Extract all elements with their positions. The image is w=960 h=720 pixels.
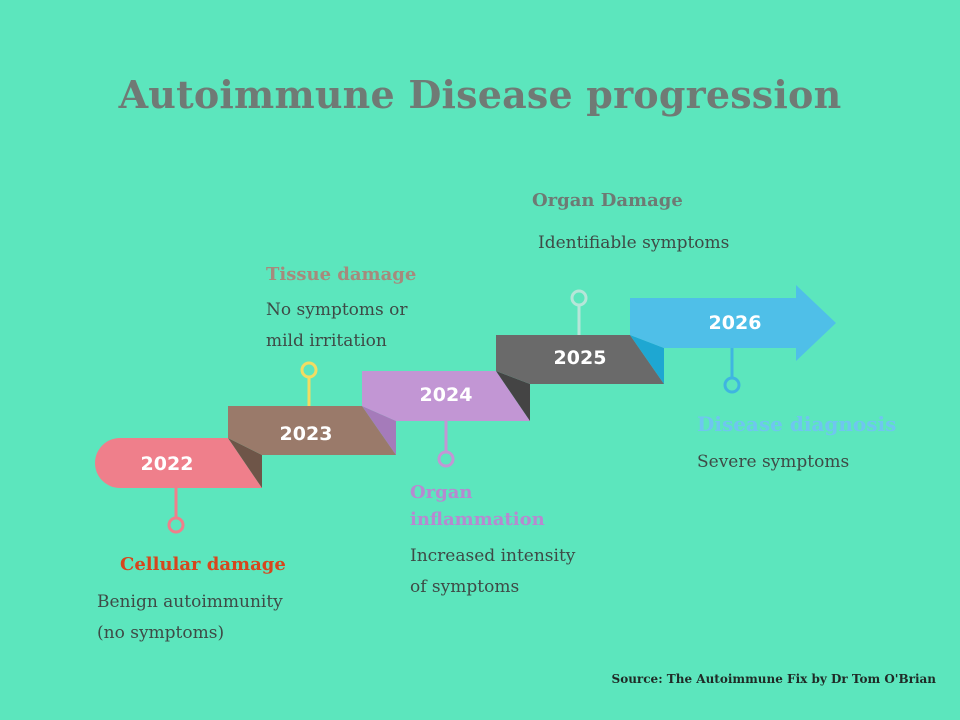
pin-2024-icon <box>437 450 455 468</box>
page-title: Autoimmune Disease progression <box>118 72 842 117</box>
description-line: Severe symptoms <box>697 452 850 472</box>
step-2025: 2025 <box>496 289 664 421</box>
pin-2023-icon <box>300 361 318 379</box>
step-2024-band <box>362 371 530 421</box>
step-2024: 2024 <box>362 371 530 468</box>
year-2024: 2024 <box>420 384 473 406</box>
stage-label-organ-damage: Organ Damage <box>532 190 683 211</box>
step-2023-band <box>228 406 396 455</box>
description-line: of symptoms <box>410 577 520 597</box>
step-2025-fold <box>496 371 530 421</box>
description-line: Benign autoimmunity <box>97 592 283 612</box>
step-2022: 2022 <box>95 438 262 534</box>
stage-label-tissue-damage: Tissue damage <box>266 264 417 285</box>
stage-label-cellular-damage: Cellular damage <box>120 554 286 575</box>
step-2026-arrow <box>630 285 836 361</box>
step-2026-fold <box>630 335 664 384</box>
step-2024-fold <box>362 406 396 455</box>
stage-label-disease-diagnosis: Disease diagnosis <box>697 412 897 436</box>
stage-label-organ-inflammation: Organ inflammation <box>410 479 545 533</box>
year-2026: 2026 <box>709 312 762 334</box>
description-line: No symptoms or <box>266 300 408 320</box>
label-line: inflammation <box>410 509 545 530</box>
step-2022-band <box>95 438 262 488</box>
step-2023: 2023 <box>228 361 396 488</box>
description-line: (no symptoms) <box>97 623 225 643</box>
year-2022: 2022 <box>141 453 194 475</box>
year-2023: 2023 <box>280 423 333 445</box>
year-2025: 2025 <box>554 347 607 369</box>
description-line: Increased intensity <box>410 546 576 566</box>
stage-description-2023: No symptoms or mild irritation <box>266 295 408 357</box>
stage-description-2026: Severe symptoms <box>697 447 849 478</box>
stage-description-2025: Identifiable symptoms <box>538 228 729 259</box>
description-line: mild irritation <box>266 331 387 351</box>
stage-description-2024: Increased intensity of symptoms <box>410 541 575 603</box>
stage-description-2022: Benign autoimmunity (no symptoms) <box>97 587 283 649</box>
description-line: Identifiable symptoms <box>538 233 730 253</box>
step-2025-band <box>496 335 664 384</box>
pin-2026-icon <box>723 376 741 394</box>
step-2023-fold <box>228 438 262 488</box>
source-citation: Source: The Autoimmune Fix by Dr Tom O'B… <box>611 672 936 686</box>
pin-2025-icon <box>570 289 588 307</box>
label-line: Organ <box>410 482 473 503</box>
pin-2022-icon <box>167 516 185 534</box>
step-2026: 2026 <box>630 285 836 394</box>
